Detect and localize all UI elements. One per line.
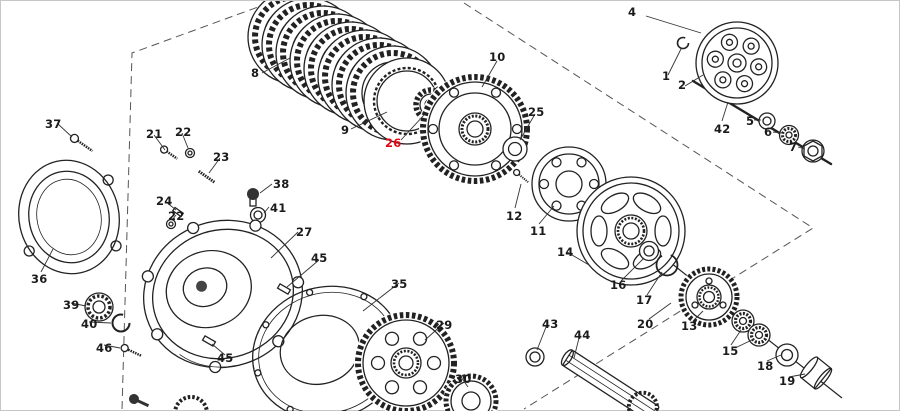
part-driven-gear-29	[354, 311, 458, 411]
part-shaft-44	[560, 349, 660, 411]
part-bearing-6	[778, 124, 800, 146]
callout-13: 13	[681, 319, 698, 333]
callout-45b: 45	[217, 351, 234, 365]
callout-44: 44	[574, 328, 591, 342]
part-pressure-plate	[695, 21, 779, 105]
part-stud-23	[197, 170, 217, 184]
callout-21: 21	[146, 127, 163, 141]
callout-35: 35	[391, 277, 408, 291]
part-plunger-38	[247, 188, 259, 207]
callout-41: 41	[270, 201, 287, 215]
part-washer-22b	[165, 218, 177, 230]
callout-38: 38	[273, 177, 290, 191]
part-circlip-17	[655, 253, 679, 277]
part-circlip-1	[676, 36, 690, 50]
callout-46: 46	[96, 341, 113, 355]
part-dowel-45b	[201, 334, 217, 348]
callout-29: 29	[436, 318, 453, 332]
part-gear-30	[443, 373, 499, 411]
leader-lines	[40, 15, 806, 388]
callout-9: 9	[341, 123, 350, 137]
callout-23: 23	[213, 150, 230, 164]
callout-39: 39	[63, 298, 80, 312]
part-bolt-bottom-left	[129, 394, 150, 408]
callout-43: 43	[542, 317, 559, 331]
part-washer-18	[775, 343, 799, 367]
callout-36: 36	[31, 272, 48, 286]
callout-37: 37	[45, 117, 62, 131]
callout-7: 7	[789, 140, 798, 154]
callout-30: 30	[455, 372, 472, 386]
part-bearing-39	[84, 292, 114, 322]
callout-12: 12	[506, 209, 523, 223]
callout-2: 2	[678, 78, 687, 92]
callout-11: 11	[530, 224, 547, 238]
callout-10: 10	[489, 50, 506, 64]
part-needle-bearings-15	[731, 309, 771, 347]
callout-15: 15	[722, 344, 739, 358]
callout-22b: 22	[168, 209, 185, 223]
part-nut-7	[801, 139, 825, 163]
part-washer-43	[525, 347, 545, 367]
part-washer-5	[758, 112, 776, 130]
callout-16: 16	[610, 278, 627, 292]
callout-40: 40	[81, 317, 98, 331]
callout-42: 42	[714, 122, 731, 136]
callout-25: 25	[528, 105, 545, 119]
callout-1: 1	[662, 69, 671, 83]
boundary-dashed-lines	[121, 2, 814, 411]
callout-45a: 45	[311, 251, 328, 265]
callout-17: 17	[636, 293, 653, 307]
callout-26: 26	[385, 136, 402, 150]
callout-5: 5	[746, 114, 755, 128]
part-circlip-40	[111, 313, 131, 333]
part-washer-25	[502, 136, 528, 162]
callout-20: 20	[637, 317, 654, 331]
part-primary-gear	[419, 73, 531, 185]
part-washer-22a	[184, 147, 196, 159]
callout-14: 14	[557, 245, 574, 259]
part-washer-16	[638, 240, 660, 262]
callout-8: 8	[251, 66, 260, 80]
callout-24: 24	[156, 194, 173, 208]
callout-19: 19	[779, 374, 796, 388]
part-dowel-45a	[276, 282, 292, 296]
callout-6: 6	[764, 125, 773, 139]
part-crankcase-cover-27	[141, 219, 305, 374]
part-screw-12	[512, 168, 529, 183]
callout-4: 4	[628, 5, 637, 19]
callout-27: 27	[296, 225, 313, 239]
callout-22a: 22	[175, 125, 192, 139]
part-cover-ring-36	[18, 159, 122, 275]
part-spacer-collar-19	[799, 356, 833, 390]
callout-18: 18	[757, 359, 774, 373]
part-splined-hub-13	[678, 266, 740, 328]
